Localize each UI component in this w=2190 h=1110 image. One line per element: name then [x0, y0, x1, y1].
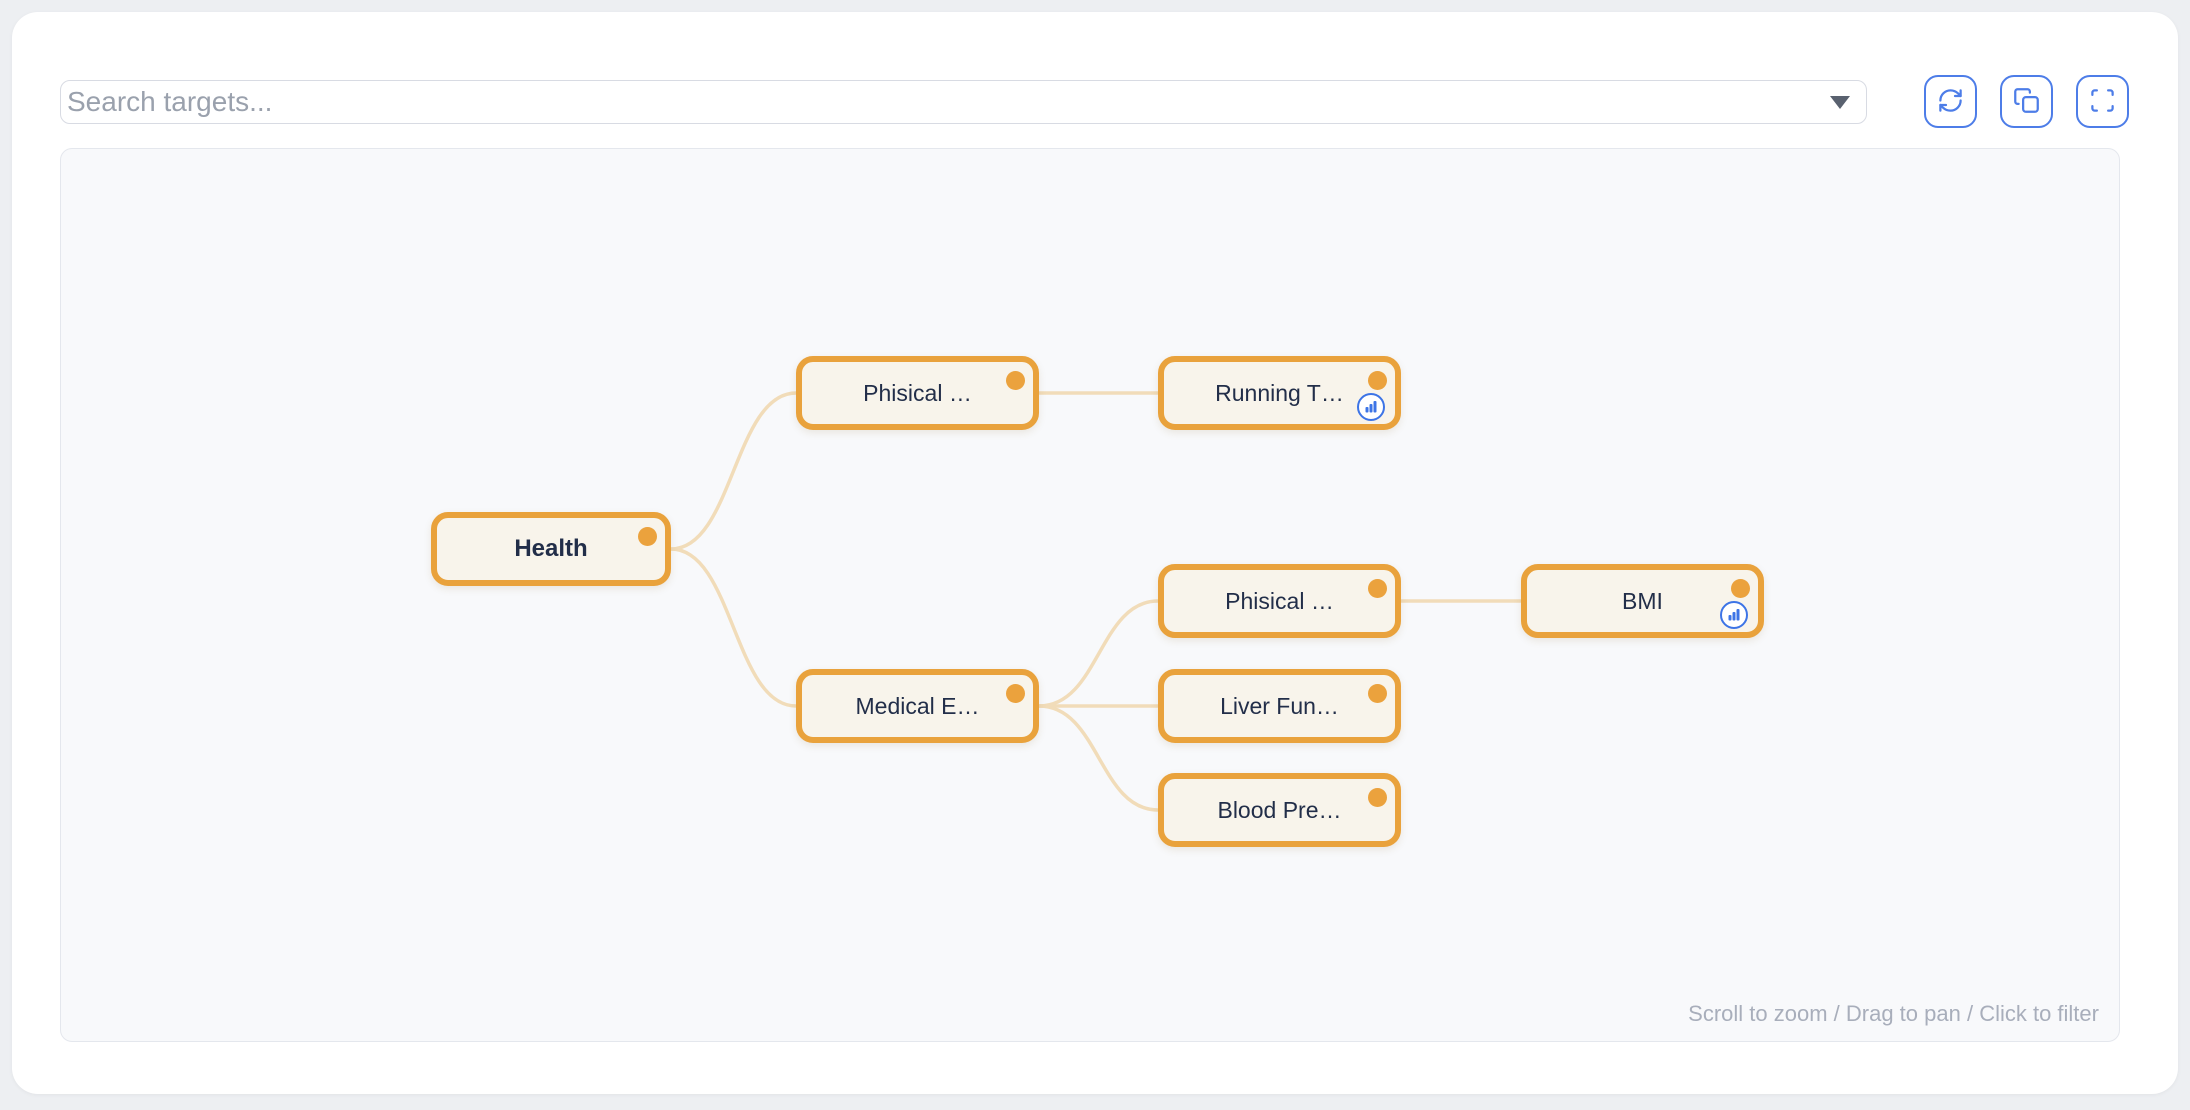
status-dot: [1368, 579, 1387, 598]
search-input[interactable]: [60, 79, 1867, 124]
node-label: BMI: [1622, 587, 1663, 614]
fullscreen-icon: [2089, 87, 2116, 117]
main-panel: Health Phisical … Running T… Medical E…: [12, 12, 2178, 1094]
graph-node-bmi[interactable]: BMI: [1521, 564, 1764, 638]
toolbar: [60, 75, 2129, 128]
graph-node-running-t[interactable]: Running T…: [1158, 356, 1401, 430]
status-dot: [1368, 371, 1387, 390]
node-label: Phisical …: [863, 379, 972, 406]
copy-icon: [2013, 87, 2040, 117]
search-combobox: [60, 79, 1867, 124]
edge-health-to-phisical: [669, 391, 798, 551]
node-label: Blood Pre…: [1217, 796, 1342, 823]
node-label: Running T…: [1215, 379, 1344, 406]
graph-node-health[interactable]: Health: [431, 512, 671, 586]
mindmap-canvas[interactable]: Health Phisical … Running T… Medical E…: [60, 148, 2120, 1042]
copy-button[interactable]: [2000, 75, 2053, 128]
status-dot: [1368, 684, 1387, 703]
edge-medical-to-blood: [1037, 704, 1160, 812]
fullscreen-button[interactable]: [2076, 75, 2129, 128]
node-label: Medical E…: [855, 692, 980, 719]
graph-node-medical-e[interactable]: Medical E…: [796, 669, 1039, 743]
graph-node-liver-fun[interactable]: Liver Fun…: [1158, 669, 1401, 743]
edge-medical-to-phisical2: [1037, 599, 1160, 708]
graph-node-blood-pre[interactable]: Blood Pre…: [1158, 773, 1401, 847]
graph-edges: [669, 391, 1523, 812]
edge-health-to-medical: [669, 547, 798, 708]
status-dot: [1368, 788, 1387, 807]
status-dot: [1731, 579, 1750, 598]
dropdown-arrow-icon[interactable]: [1830, 95, 1850, 109]
status-dot: [638, 527, 657, 546]
node-label: Liver Fun…: [1220, 692, 1339, 719]
bar-chart-icon[interactable]: [1720, 601, 1748, 629]
canvas-hint-text: Scroll to zoom / Drag to pan / Click to …: [1688, 1001, 2099, 1026]
node-label: Phisical …: [1225, 587, 1334, 614]
status-dot: [1006, 371, 1025, 390]
node-label: Health: [514, 535, 588, 562]
graph-node-phisical-2[interactable]: Phisical …: [1158, 564, 1401, 638]
status-dot: [1006, 684, 1025, 703]
bar-chart-icon[interactable]: [1357, 393, 1385, 421]
refresh-button[interactable]: [1924, 75, 1977, 128]
refresh-icon: [1937, 87, 1964, 117]
graph-node-phisical-1[interactable]: Phisical …: [796, 356, 1039, 430]
